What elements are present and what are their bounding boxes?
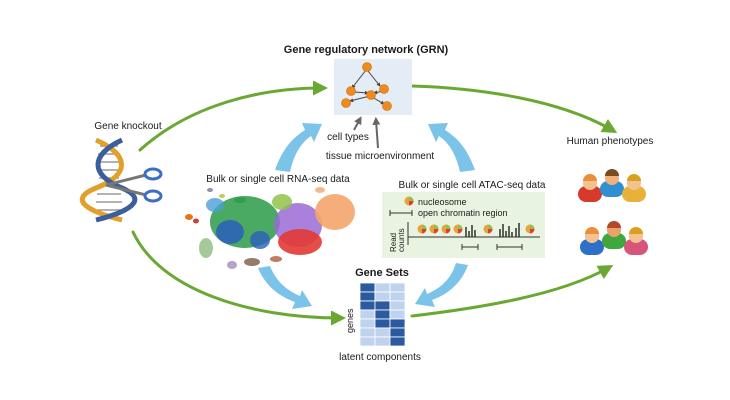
person-icon — [578, 174, 602, 202]
grn-node — [382, 101, 392, 111]
dna-helix-icon — [79, 137, 138, 223]
rna-seq-label: Bulk or single cell RNA-seq data — [206, 174, 350, 185]
atac-read-bars — [465, 223, 520, 237]
person-icon — [602, 221, 626, 249]
atac-seq-label: Bulk or single cell ATAC-seq data — [399, 180, 546, 191]
grn-node — [362, 62, 372, 72]
grn-node — [341, 98, 351, 108]
read-counts-label-1: Read — [389, 233, 398, 252]
human-phenotypes-label: Human phenotypes — [567, 136, 654, 147]
nucleosome-label: nucleosome — [418, 197, 467, 207]
open-chromatin-label: open chromatin region — [418, 208, 508, 218]
scissors-icon — [105, 167, 163, 203]
arrow-rna-to-grn — [275, 123, 322, 172]
phenotype-group-bottom — [580, 221, 648, 255]
green-arrows — [131, 80, 618, 326]
genes-axis-label: genes — [345, 308, 355, 333]
arrow-tissue — [372, 116, 381, 149]
grn-node — [379, 84, 389, 94]
atac-open-regions — [461, 244, 523, 250]
gene-sets-matrix — [359, 282, 406, 347]
grn-node — [346, 86, 356, 96]
arrow-genesets-to-phenotypes — [410, 265, 614, 318]
arrow-grn-to-phenotypes — [410, 84, 618, 133]
cell-types-label: cell types — [327, 132, 369, 143]
pie-legend-icon — [404, 196, 414, 206]
atac-nucleosomes — [417, 224, 535, 234]
person-icon — [622, 174, 646, 202]
grn-title: Gene regulatory network (GRN) — [284, 44, 449, 56]
phenotype-group-top — [578, 169, 646, 202]
arrow-atac-to-grn — [428, 123, 475, 172]
tissue-label: tissue microenvironment — [326, 151, 435, 162]
arrow-atac-to-genesets — [415, 263, 468, 307]
arrow-celltypes — [353, 116, 362, 131]
arrow-knockout-to-genesets — [131, 230, 346, 326]
blue-arrows — [258, 123, 475, 309]
grn-nodes — [341, 62, 392, 111]
latent-components-label: latent components — [339, 352, 421, 363]
person-icon — [580, 227, 604, 255]
arrow-rna-to-genesets — [258, 266, 312, 309]
arrow-knockout-to-grn — [138, 80, 328, 152]
open-chromatin-legend — [389, 210, 413, 216]
gene-sets-title: Gene Sets — [355, 267, 409, 279]
grn-node — [366, 90, 376, 100]
person-icon — [624, 227, 648, 255]
gene-knockout-label: Gene knockout — [94, 121, 161, 132]
person-icon — [600, 169, 624, 197]
rna-seq-scatter — [185, 187, 355, 269]
read-counts-label-2: counts — [397, 228, 406, 252]
